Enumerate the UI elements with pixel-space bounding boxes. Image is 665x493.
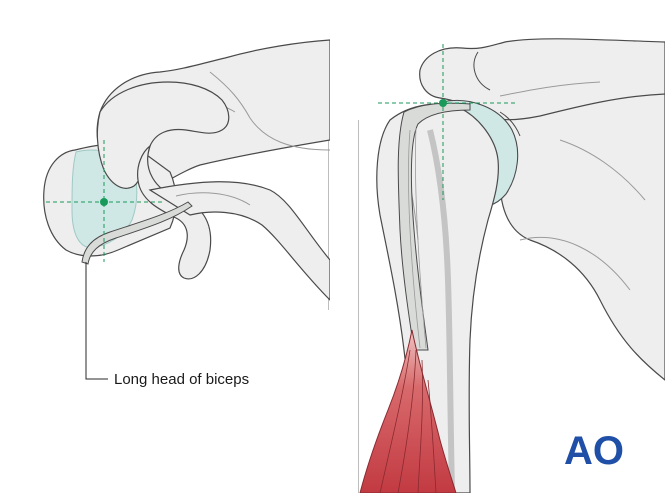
biceps-label: Long head of biceps [114,371,249,388]
biceps-tendon-right [397,102,471,351]
acromion-shape [96,81,230,189]
center-marker-dot [100,198,108,206]
label-leader-line [85,262,108,380]
left-panel: Long head of biceps [43,39,330,388]
logo-text: AO [564,429,624,473]
biceps-tendon-left [81,201,193,265]
center-marker-dot-right [439,99,447,107]
right-panel [358,38,665,493]
biceps-muscle-shape [359,329,457,493]
ao-logo: AO [564,429,624,473]
scapular-spine-shape [148,181,330,301]
